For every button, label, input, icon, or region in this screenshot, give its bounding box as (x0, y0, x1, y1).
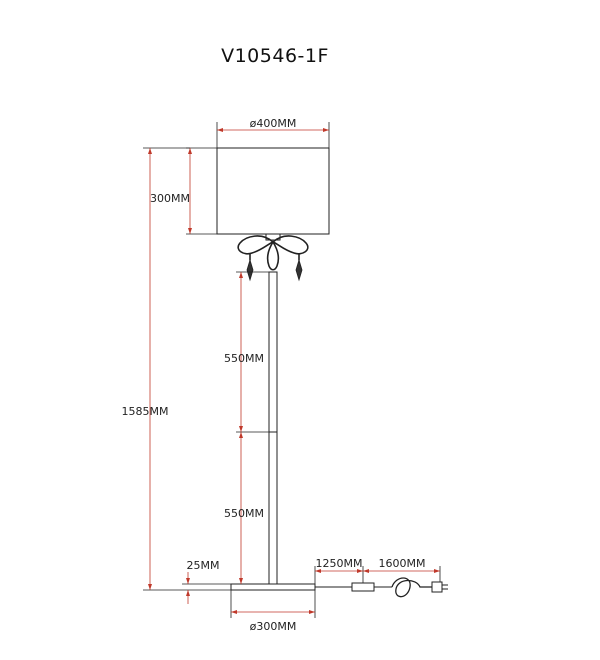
cord-switch (351, 582, 375, 592)
lamp-base (230, 583, 316, 591)
dimension-lines (143, 122, 441, 618)
base-thickness-label: 25MM (187, 559, 220, 572)
lamp-shade (216, 147, 330, 241)
total-height-label: 1585MM (122, 405, 169, 418)
cord-to-switch-label: 1250MM (316, 557, 363, 570)
coiled-cord (391, 577, 432, 598)
switch-to-plug-label: 1600MM (379, 557, 426, 570)
upper-pole-label: 550MM (224, 352, 264, 365)
model-number-title: V10546-1F (221, 45, 329, 67)
lamp-pole (268, 271, 278, 585)
shade-diameter-label: ø400MM (250, 117, 297, 130)
dimension-arrows (148, 128, 440, 614)
lower-pole-label: 550MM (224, 507, 264, 520)
plug-icon (431, 581, 443, 593)
base-diameter-label: ø300MM (250, 620, 297, 633)
power-cord (315, 577, 448, 598)
shade-height-label: 300MM (150, 192, 190, 205)
crystal-drops (246, 258, 303, 282)
